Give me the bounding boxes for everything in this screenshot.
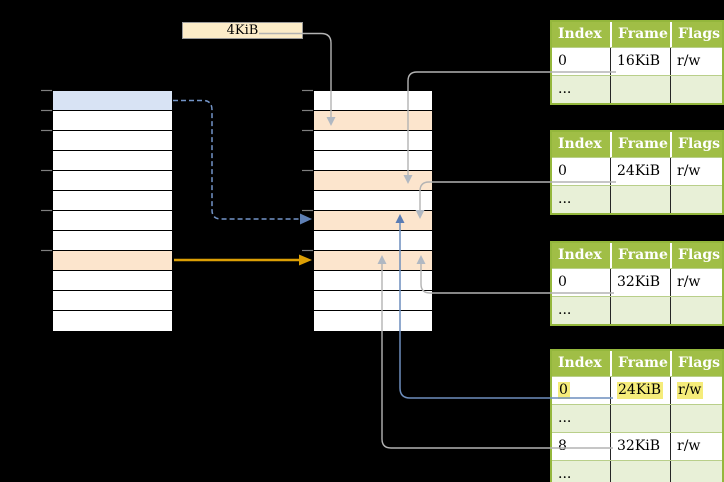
header-frame: Frame <box>610 132 670 157</box>
table-row-highlighted: 0 24KiB r/w <box>552 376 722 404</box>
cell-flags <box>670 76 722 103</box>
cell-frame: 32KiB <box>610 433 670 460</box>
page-size-label: 4KiB <box>226 23 259 38</box>
table-row <box>53 291 172 311</box>
table-row <box>53 111 172 131</box>
frame-table-32kib: Index Frame Flags 0 32KiB r/w ... <box>550 241 724 326</box>
table-row <box>53 151 172 171</box>
cell-frame <box>610 76 670 103</box>
cell-flags: r/w <box>670 48 722 75</box>
cell-flags <box>670 405 722 432</box>
table-row <box>314 211 432 231</box>
table-row <box>314 291 432 311</box>
physical-memory-table <box>313 90 433 332</box>
table-row: ... <box>552 75 722 103</box>
table-header-row: Index Frame Flags <box>552 243 722 268</box>
header-index: Index <box>558 355 602 371</box>
cell-flags: r/w <box>670 377 722 404</box>
table-header-row: Index Frame Flags <box>552 22 722 47</box>
cell-index: 0 <box>558 163 567 179</box>
virtual-to-physical-dashed-arrow <box>173 99 300 220</box>
table-row <box>314 251 432 271</box>
cell-flags <box>670 297 722 324</box>
table-row <box>53 211 172 231</box>
cell-flags <box>670 461 722 482</box>
header-index: Index <box>558 26 602 42</box>
cell-frame <box>610 405 670 432</box>
table-header-row: Index Frame Flags <box>552 132 722 157</box>
page-size-box: 4KiB <box>182 22 303 39</box>
table-row: ... <box>552 460 722 482</box>
header-flags: Flags <box>670 22 722 47</box>
table-row <box>53 131 172 151</box>
header-index: Index <box>558 247 602 263</box>
highlighted-value: 24KiB <box>617 382 664 399</box>
cell-frame <box>610 297 670 324</box>
frame-table-level2: Index Frame Flags 0 24KiB r/w ... 8 32Ki… <box>550 349 724 482</box>
cell-index: 8 <box>558 438 567 454</box>
table-row <box>314 271 432 291</box>
cell-index: ... <box>558 191 572 207</box>
table-row <box>314 91 432 111</box>
cell-index: ... <box>558 302 572 318</box>
cell-frame <box>610 186 670 213</box>
cell-frame: 32KiB <box>610 269 670 296</box>
highlighted-value: r/w <box>677 382 704 399</box>
highlighted-value: 0 <box>558 382 570 399</box>
table-row: ... <box>552 404 722 432</box>
table-row <box>53 171 172 191</box>
cell-index: ... <box>558 81 572 97</box>
cell-frame: 24KiB <box>610 377 670 404</box>
arrowhead-right-icon <box>299 254 312 266</box>
cell-frame <box>610 461 670 482</box>
header-flags: Flags <box>670 351 722 376</box>
table-row <box>314 111 432 131</box>
table-header-row: Index Frame Flags <box>552 351 722 376</box>
table-row: 0 32KiB r/w <box>552 268 722 296</box>
table-row <box>314 171 432 191</box>
header-flags: Flags <box>670 132 722 157</box>
header-frame: Frame <box>610 22 670 47</box>
frame-table-24kib: Index Frame Flags 0 24KiB r/w ... <box>550 130 724 215</box>
cell-index: 0 <box>552 377 610 404</box>
cell-index: ... <box>558 410 572 426</box>
cell-flags <box>670 186 722 213</box>
table-row <box>314 311 432 331</box>
table-row <box>53 231 172 251</box>
header-flags: Flags <box>670 243 722 268</box>
table-row: 8 32KiB r/w <box>552 432 722 460</box>
table-row: 0 24KiB r/w <box>552 157 722 185</box>
cell-frame: 24KiB <box>610 158 670 185</box>
table-row: 0 16KiB r/w <box>552 47 722 75</box>
table-row <box>53 251 172 271</box>
table-row <box>53 311 172 331</box>
table-row <box>314 151 432 171</box>
table-row <box>314 231 432 251</box>
cell-frame: 16KiB <box>610 48 670 75</box>
header-frame: Frame <box>610 243 670 268</box>
header-index: Index <box>558 136 602 152</box>
cell-flags: r/w <box>670 269 722 296</box>
table-row <box>53 191 172 211</box>
table-row <box>53 91 172 111</box>
frame-table-16kib: Index Frame Flags 0 16KiB r/w ... <box>550 20 724 105</box>
cell-index: 0 <box>558 53 567 69</box>
cell-flags: r/w <box>670 433 722 460</box>
table-row: ... <box>552 296 722 324</box>
table-row: ... <box>552 185 722 213</box>
table-row <box>314 131 432 151</box>
cell-flags: r/w <box>670 158 722 185</box>
cell-index: 0 <box>558 274 567 290</box>
virtual-memory-table <box>52 90 173 332</box>
cell-index: ... <box>558 466 572 482</box>
arrowhead-right-icon <box>300 213 312 225</box>
table-row <box>314 191 432 211</box>
table-row <box>53 271 172 291</box>
header-frame: Frame <box>610 351 670 376</box>
